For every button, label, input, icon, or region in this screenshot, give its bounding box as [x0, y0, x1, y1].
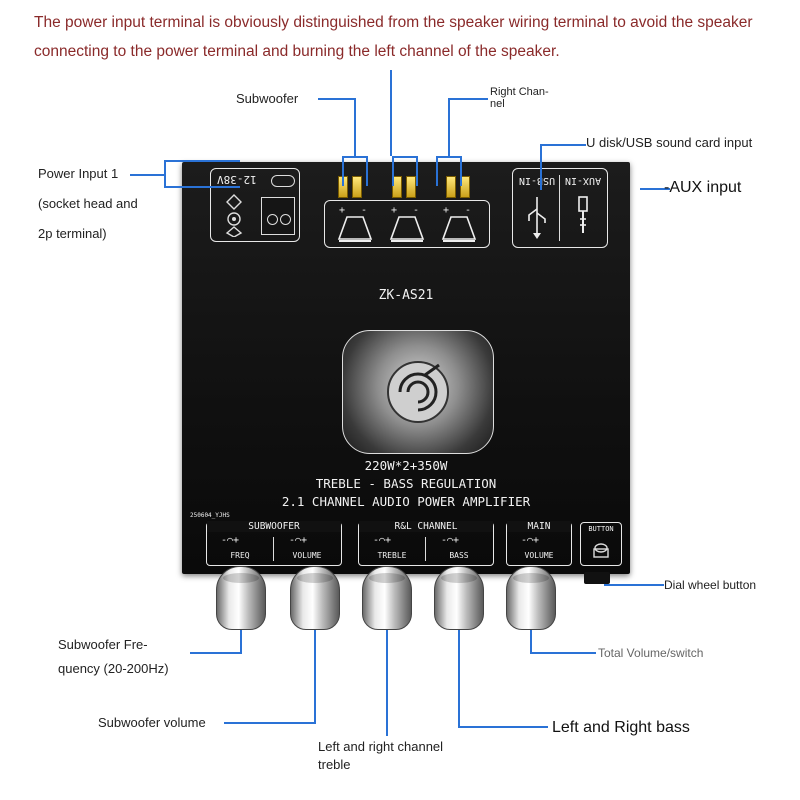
voltage-label: 12-38V	[217, 173, 257, 186]
power-input-panel: 12-38V	[210, 168, 300, 242]
treble-label: TREBLE	[377, 551, 407, 560]
subwoofer-frequency-knob[interactable]	[216, 566, 266, 630]
power-rating: 220W*2+350W	[364, 458, 448, 473]
svg-text:+: +	[391, 205, 397, 216]
speaker-terminal-panel: +- +- +-	[324, 200, 490, 248]
main-group: MAIN VOLUME -⌒+	[506, 521, 572, 566]
aux-jack-icon	[578, 196, 588, 233]
treble-knob[interactable]	[362, 566, 412, 630]
button-icon	[593, 543, 609, 558]
barrel-socket-icon	[225, 194, 243, 237]
lr-treble-callout-1: Left and right channel	[318, 739, 444, 754]
pin	[460, 176, 470, 198]
bass-label: BASS	[449, 551, 469, 560]
cooling-fan-window	[342, 330, 494, 454]
power-input-note-2: 2p terminal)	[38, 226, 107, 241]
total-volume-callout: Total Volume/switch	[598, 646, 704, 660]
bass-knob[interactable]	[434, 566, 484, 630]
power-input-note-1: (socket head and	[38, 196, 138, 211]
svg-text:-: -	[465, 205, 471, 216]
subwoofer-volume-callout: Subwoofer volume	[98, 715, 206, 730]
button-group-label: BUTTON	[588, 525, 614, 533]
speaker-pins	[330, 176, 492, 202]
subwoofer-volume-knob[interactable]	[290, 566, 340, 630]
svg-text:-: -	[361, 205, 367, 216]
dial-button-callout: Dial wheel button	[664, 578, 757, 592]
main-volume-label: VOLUME	[524, 551, 554, 560]
svg-text:-: -	[413, 205, 419, 216]
pin	[446, 176, 456, 198]
power-terminal-block	[261, 197, 295, 235]
right-channel-callout: Right Chan- nel	[490, 86, 549, 110]
svg-text:+: +	[339, 205, 345, 216]
serial-label: 250604_YJHS	[190, 512, 230, 519]
subwoofer-callout: Subwoofer	[236, 91, 299, 106]
lr-treble-callout-2: treble	[318, 757, 351, 772]
pin	[392, 176, 402, 198]
pin	[406, 176, 416, 198]
svg-text:+: +	[443, 205, 449, 216]
rl-channel-group: R&L CHANNEL TREBLE BASS -⌒+ -⌒+	[358, 521, 494, 566]
subwoofer-group: SUBWOOFER FREQ VOLUME -⌒+ -⌒+	[206, 521, 342, 566]
speaker-icon: +-	[337, 205, 373, 242]
speaker-icon: +-	[389, 205, 425, 242]
regulation-text: TREBLE - BASS REGULATION	[315, 476, 497, 491]
amplifier-board: 12-38V +- +-	[182, 162, 630, 574]
aux-input-callout: -AUX input	[664, 179, 742, 196]
button-group: BUTTON	[580, 522, 622, 566]
pin	[352, 176, 362, 198]
lr-bass-callout: Left and Right bass	[552, 719, 690, 736]
model-label: ZK-AS21	[378, 288, 434, 303]
rl-channel-group-label: R&L CHANNEL	[359, 521, 493, 532]
usb-input-callout: U disk/USB sound card input	[586, 135, 753, 150]
main-group-label: MAIN	[507, 521, 571, 532]
main-volume-knob[interactable]	[506, 566, 556, 630]
intro-text: The power input terminal is obviously di…	[34, 14, 753, 60]
input-panel: USB-IN AUX-IN	[512, 168, 608, 248]
fan-logo-icon	[387, 361, 449, 423]
amplifier-type-text: 2.1 CHANNEL AUDIO POWER AMPLIFIER	[281, 494, 531, 509]
power-input-callout: Power Input 1	[38, 166, 119, 181]
dc-jack-icon	[271, 175, 295, 187]
dial-wheel-button[interactable]	[584, 572, 610, 584]
usb-label: USB-IN	[518, 175, 556, 186]
usb-icon	[528, 197, 546, 239]
speaker-icon: +-	[441, 205, 477, 242]
aux-label: AUX-IN	[564, 175, 602, 186]
subwoofer-frequency-callout-2: quency (20-200Hz)	[58, 661, 169, 676]
sub-volume-label: VOLUME	[292, 551, 322, 560]
subwoofer-group-label: SUBWOOFER	[207, 521, 341, 532]
subwoofer-frequency-callout-1: Subwoofer Fre-	[58, 637, 148, 652]
freq-label: FREQ	[230, 551, 250, 560]
